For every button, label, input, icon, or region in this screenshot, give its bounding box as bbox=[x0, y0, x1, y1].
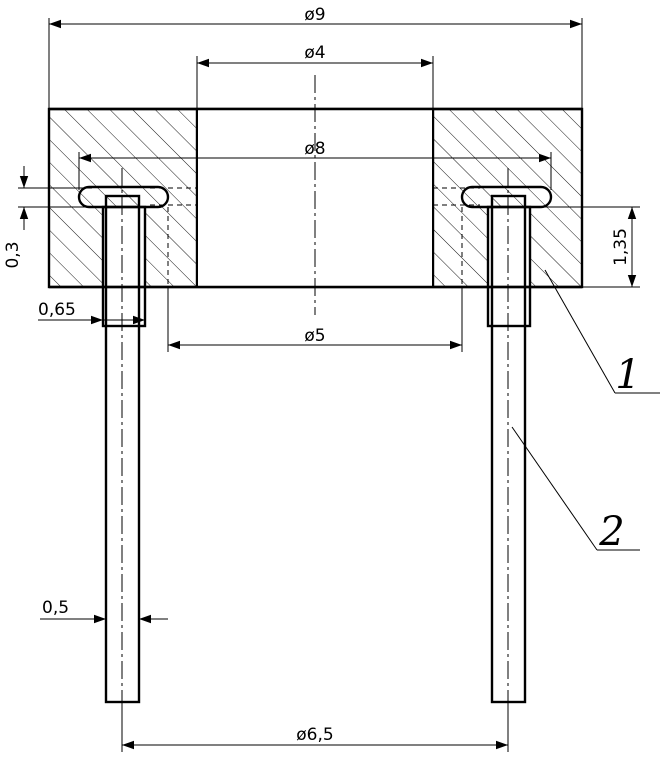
left-wall-section bbox=[49, 109, 197, 287]
dim-bore-diameter-label: ø4 bbox=[304, 43, 325, 63]
dim-body-height-label: 1,35 bbox=[611, 228, 631, 266]
pin-right-head bbox=[460, 185, 553, 209]
dim-counterbore-span: ø5 bbox=[167, 287, 463, 352]
callout-part-2: 2 bbox=[511, 426, 640, 555]
dim-counterbore-span-label: ø5 bbox=[304, 326, 325, 346]
dim-pin-diameter-label: 0,5 bbox=[42, 598, 69, 618]
dim-pin-diameter: 0,5 bbox=[40, 598, 168, 624]
center-lines bbox=[121, 75, 509, 710]
dim-sleeve-width-label: 0,65 bbox=[38, 300, 76, 320]
callout-part-1-label: 1 bbox=[615, 352, 640, 398]
dim-outer-diameter: ø9 bbox=[48, 5, 583, 109]
pin-right-sleeve bbox=[486, 205, 532, 328]
callout-part-1: 1 bbox=[544, 269, 660, 398]
callout-part-2-label: 2 bbox=[598, 509, 624, 555]
dim-bore-diameter: ø4 bbox=[196, 43, 434, 109]
dim-head-span: ø8 bbox=[78, 139, 552, 190]
dim-head-thickness: 0,3 bbox=[3, 166, 92, 269]
dim-body-height: 1,35 bbox=[530, 206, 640, 288]
dim-outer-diameter-label: ø9 bbox=[304, 5, 325, 25]
dim-pin-spacing-label: ø6,5 bbox=[296, 725, 333, 745]
dim-head-span-label: ø8 bbox=[304, 139, 325, 159]
dim-sleeve-width: 0,65 bbox=[38, 300, 145, 325]
dim-head-thickness-label: 0,3 bbox=[3, 241, 23, 268]
pin-left-head bbox=[77, 185, 170, 209]
dim-pin-spacing: ø6,5 bbox=[121, 702, 509, 752]
